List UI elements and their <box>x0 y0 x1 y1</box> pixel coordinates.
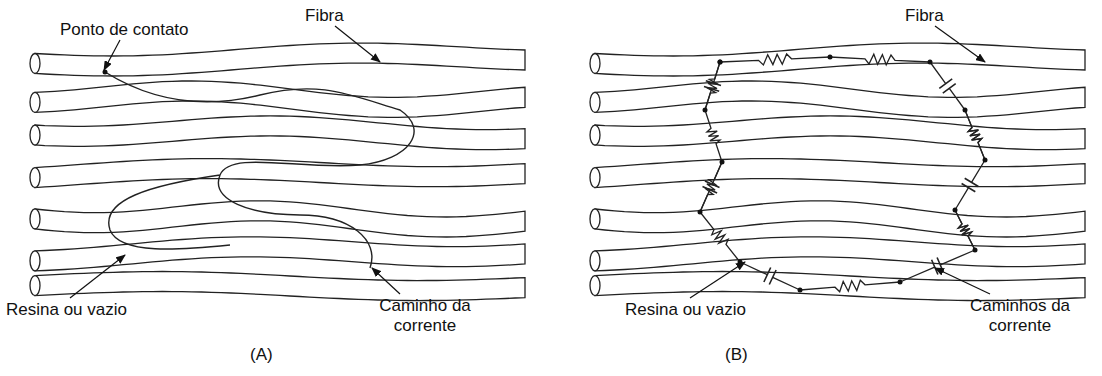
fiber-end <box>30 168 40 188</box>
junction-dot <box>718 60 723 65</box>
wire <box>740 262 800 290</box>
fiber-end <box>590 168 600 188</box>
resistor-symbol <box>705 62 720 110</box>
fiber <box>595 81 1085 117</box>
junction-dot <box>983 158 988 163</box>
wire <box>900 250 975 282</box>
capacitor-symbol <box>962 178 979 191</box>
resistor-symbol <box>700 212 740 262</box>
leader-line <box>935 268 990 294</box>
fiber-end <box>30 251 40 271</box>
junction-dot <box>898 280 903 285</box>
callout-label: Resina ou vazio <box>6 300 127 320</box>
fiber <box>595 43 1085 76</box>
junction-dot <box>963 108 968 113</box>
junction-dot <box>828 55 833 60</box>
resistor-symbol <box>800 280 900 292</box>
resistor-symbol <box>700 162 722 212</box>
junction-dot <box>973 248 978 253</box>
resistor-symbol <box>955 210 975 250</box>
resistor-symbol <box>830 54 930 65</box>
callout-label: Caminho da corrente <box>370 296 480 335</box>
fiber-end <box>590 53 600 73</box>
resistor-symbol <box>720 54 830 65</box>
wire <box>955 160 985 210</box>
fiber-end <box>30 92 40 112</box>
resistor-symbol <box>965 110 985 160</box>
junction-dot <box>953 208 958 213</box>
fiber <box>35 81 525 117</box>
leader-line <box>690 262 745 298</box>
callout-label: Fibra <box>905 6 944 26</box>
leader-line <box>335 26 380 62</box>
wire <box>700 162 722 212</box>
fiber-end <box>590 251 600 271</box>
callout-label: Resina ou vazio <box>625 300 746 320</box>
fiber <box>595 116 1085 150</box>
fiber <box>35 43 525 76</box>
panel-label: (A) <box>250 345 273 365</box>
leader-line <box>104 40 120 70</box>
junction-dot <box>698 210 703 215</box>
callout-label: Ponto de contato <box>60 20 189 40</box>
leader-line <box>70 255 125 298</box>
fiber <box>35 237 525 271</box>
panel-label: (B) <box>725 345 748 365</box>
capacitor-symbol <box>764 268 776 285</box>
fiber-end <box>30 53 40 73</box>
fiber-end <box>30 209 40 229</box>
wire <box>930 62 965 110</box>
leader-line <box>372 268 400 294</box>
fiber-end <box>590 209 600 229</box>
capacitor-symbol <box>932 258 944 275</box>
fiber <box>595 201 1085 237</box>
junction-dot <box>798 288 803 293</box>
fiber <box>595 159 1085 188</box>
fiber-end <box>590 125 600 145</box>
fiber-end <box>30 125 40 145</box>
capacitor-symbol <box>939 79 955 93</box>
current-path <box>105 72 414 268</box>
fiber-end <box>590 92 600 112</box>
junction-dot <box>720 160 725 165</box>
resistor-symbol <box>965 110 985 160</box>
fiber-end <box>30 276 40 296</box>
contact-point <box>103 70 108 75</box>
resistor-symbol <box>955 210 975 250</box>
fiber-end <box>590 276 600 296</box>
junction-dot <box>703 108 708 113</box>
callout-label: Fibra <box>305 6 344 26</box>
junction-dot <box>928 60 933 65</box>
callout-label: Caminhos da corrente <box>965 296 1075 335</box>
fiber <box>595 237 1085 271</box>
resistor-symbol <box>705 110 722 162</box>
junction-dot <box>718 60 723 65</box>
fiber <box>35 116 525 150</box>
wire <box>705 62 720 110</box>
leader-line <box>935 26 985 62</box>
